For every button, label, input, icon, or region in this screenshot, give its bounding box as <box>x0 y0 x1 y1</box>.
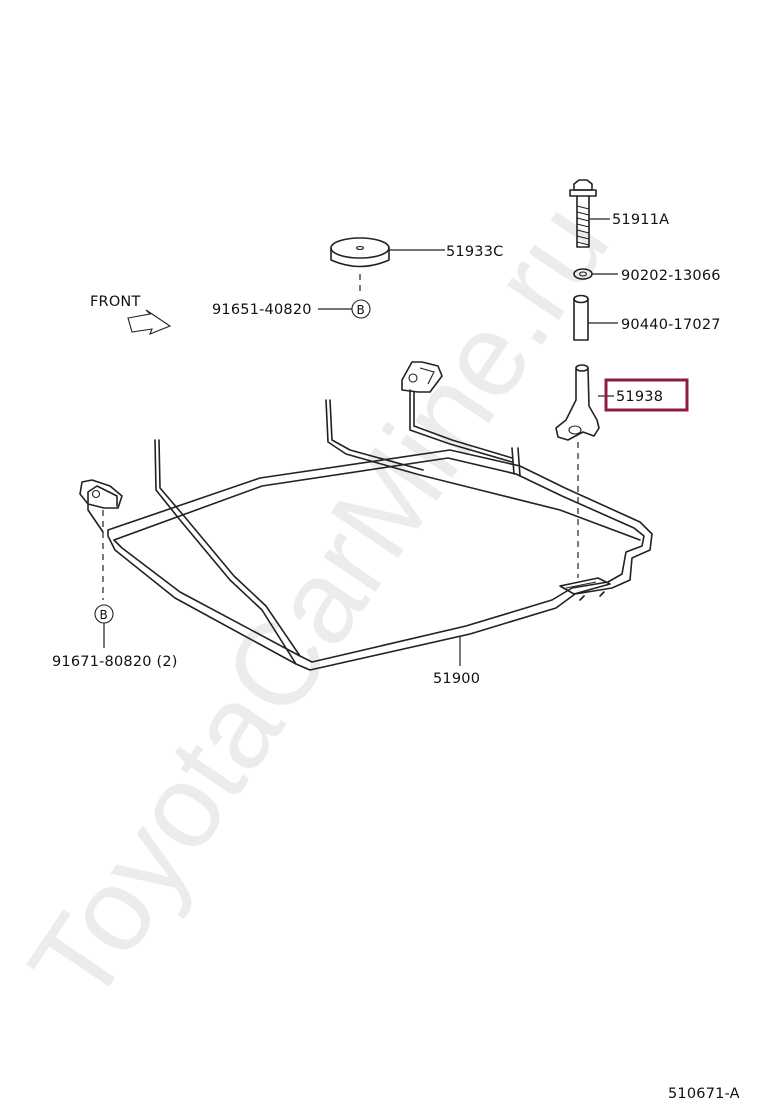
bolt-part <box>569 179 610 248</box>
spacer-part <box>573 294 618 341</box>
figure-code: 510671-A <box>668 1086 740 1102</box>
clip-marker-letter: B <box>357 303 365 317</box>
label-51938: 51938 <box>616 389 663 405</box>
front-arrow-icon <box>127 309 172 335</box>
label-91671-80820: 91671-80820 (2) <box>52 654 178 670</box>
clip-marker-letter-frame: B <box>100 608 108 622</box>
washer-part <box>573 268 618 280</box>
front-label: FRONT <box>90 294 141 310</box>
label-51933c: 51933C <box>446 244 503 260</box>
label-90440-17027: 90440-17027 <box>621 317 721 333</box>
label-51911a: 51911A <box>612 212 669 228</box>
cushion-part <box>330 237 445 296</box>
label-90202-13066: 90202-13066 <box>621 268 721 284</box>
label-51900: 51900 <box>433 671 480 687</box>
clip-marker-frame: B <box>94 604 114 648</box>
label-91651-40820: 91651-40820 <box>212 302 312 318</box>
front-direction-indicator: FRONT <box>90 294 172 335</box>
clip-marker-cushion: B <box>318 299 371 319</box>
highlight-box <box>604 378 689 412</box>
frame-part <box>79 361 653 671</box>
